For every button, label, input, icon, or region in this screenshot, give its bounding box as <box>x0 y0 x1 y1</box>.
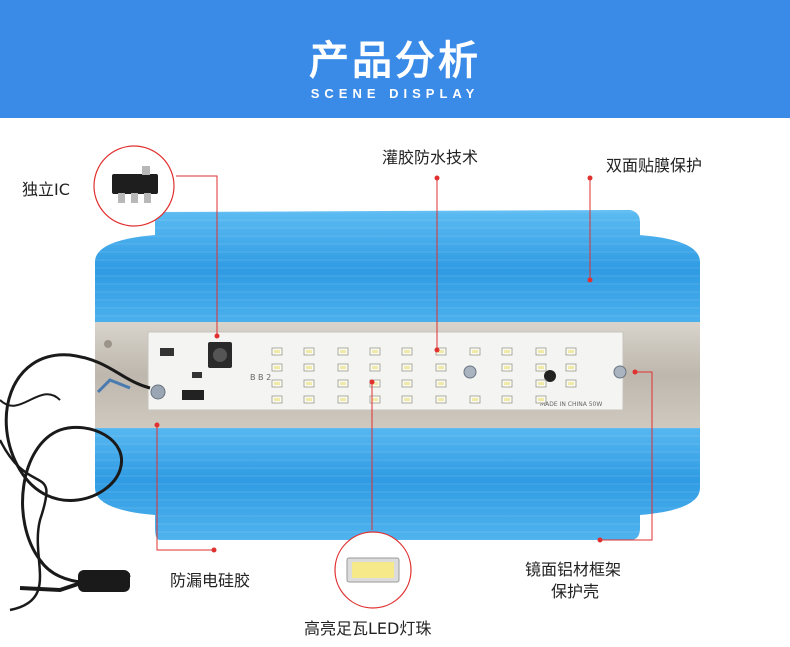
led-chip-phosphor <box>274 350 280 353</box>
housing-lower-wing-ribs <box>95 420 700 540</box>
leader-dots <box>154 175 638 553</box>
led-chip-phosphor <box>504 398 510 401</box>
leader-lines <box>156 175 653 551</box>
led-chip-phosphor <box>538 350 544 353</box>
led-chip-phosphor <box>504 382 510 385</box>
led-chip-phosphor <box>472 398 478 401</box>
led-chip-phosphor <box>538 366 544 369</box>
led-grid <box>271 347 577 404</box>
led-chip-phosphor <box>568 350 574 353</box>
led-chip-phosphor <box>306 398 312 401</box>
label-led: 高亮足瓦LED灯珠 <box>304 619 432 638</box>
ic-chip-icon <box>112 174 158 194</box>
label-ic: 独立IC <box>22 180 70 199</box>
led-chip-phosphor <box>306 382 312 385</box>
label-frame-line2: 保护壳 <box>551 582 600 601</box>
label-frame-line1: 镜面铝材框架 <box>525 560 622 579</box>
led-chip-phosphor <box>538 398 544 401</box>
leader-ic <box>176 175 218 336</box>
led-chip-phosphor <box>340 366 346 369</box>
led-chip-phosphor <box>340 382 346 385</box>
page-subtitle: SCENE DISPLAY <box>310 86 480 101</box>
led-chip-phosphor <box>306 350 312 353</box>
led-chip-phosphor <box>372 382 378 385</box>
led-chip-phosphor <box>372 350 378 353</box>
led-chip-phosphor <box>504 366 510 369</box>
pcb-screw-left <box>150 384 166 400</box>
led-chip-phosphor <box>306 366 312 369</box>
frame-screw-hole <box>104 340 112 348</box>
led-chip-phosphor <box>274 398 280 401</box>
pcb-silk-left: B B 2 <box>250 373 271 382</box>
led-chip-phosphor <box>404 366 410 369</box>
leader-frame <box>600 371 653 541</box>
page-title: 产品分析 <box>309 38 481 84</box>
leader-silicone <box>156 425 214 551</box>
led-chip-phosphor <box>438 366 444 369</box>
pcb-screw-center <box>463 365 477 379</box>
led-chip-phosphor <box>438 398 444 401</box>
led-chip-phosphor <box>340 350 346 353</box>
led-chip-phosphor <box>274 366 280 369</box>
led-chip-phosphor <box>504 350 510 353</box>
label-film: 双面贴膜保护 <box>606 156 703 175</box>
led-chip-phosphor <box>438 350 444 353</box>
housing-upper-wing-ribs <box>95 210 700 330</box>
power-plug <box>78 570 130 592</box>
led-chip-phosphor <box>538 382 544 385</box>
label-potting: 灌胶防水技术 <box>382 148 479 167</box>
led-chip-phosphor <box>568 366 574 369</box>
led-chip-phosphor <box>372 398 378 401</box>
pcb-silk-right: MADE IN CHINA 50W <box>540 401 602 408</box>
header-banner <box>0 0 790 118</box>
led-chip-phosphor <box>438 382 444 385</box>
pcb-screw-right <box>613 365 627 379</box>
led-chip-phosphor <box>274 382 280 385</box>
pcb-ic <box>182 390 204 400</box>
led-chip-phosphor <box>568 382 574 385</box>
led-chip-phosphor <box>372 366 378 369</box>
pcb-capacitor <box>160 348 174 356</box>
led-chip-phosphor <box>404 382 410 385</box>
label-silicone: 防漏电硅胶 <box>170 571 251 590</box>
led-chip-phosphor <box>472 350 478 353</box>
led-chip-phosphor <box>404 350 410 353</box>
led-chip-phosphor <box>404 398 410 401</box>
led-chip-phosphor <box>340 398 346 401</box>
